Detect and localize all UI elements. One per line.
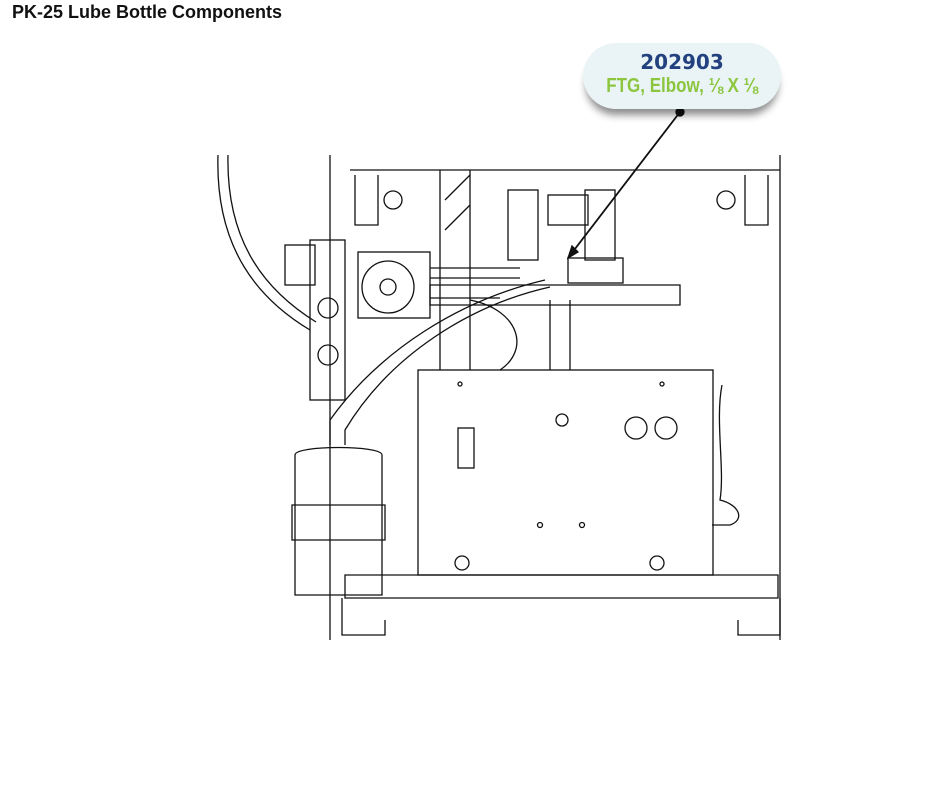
- pump: [357, 251, 520, 319]
- lube-bottle: [291, 446, 386, 596]
- part-number: 202903: [640, 50, 724, 74]
- part-description: FTG, Elbow, ⅛ X ⅛: [606, 75, 758, 97]
- leader-line: [566, 107, 685, 260]
- page-title: PK-25 Lube Bottle Components: [12, 2, 283, 22]
- part-callout: 202903 FTG, Elbow, ⅛ X ⅛: [583, 43, 781, 109]
- solenoid-valves: [284, 175, 769, 401]
- supply-hose: [217, 154, 317, 331]
- frame: [329, 155, 781, 640]
- tubing: [329, 279, 740, 526]
- control-box: [417, 369, 714, 576]
